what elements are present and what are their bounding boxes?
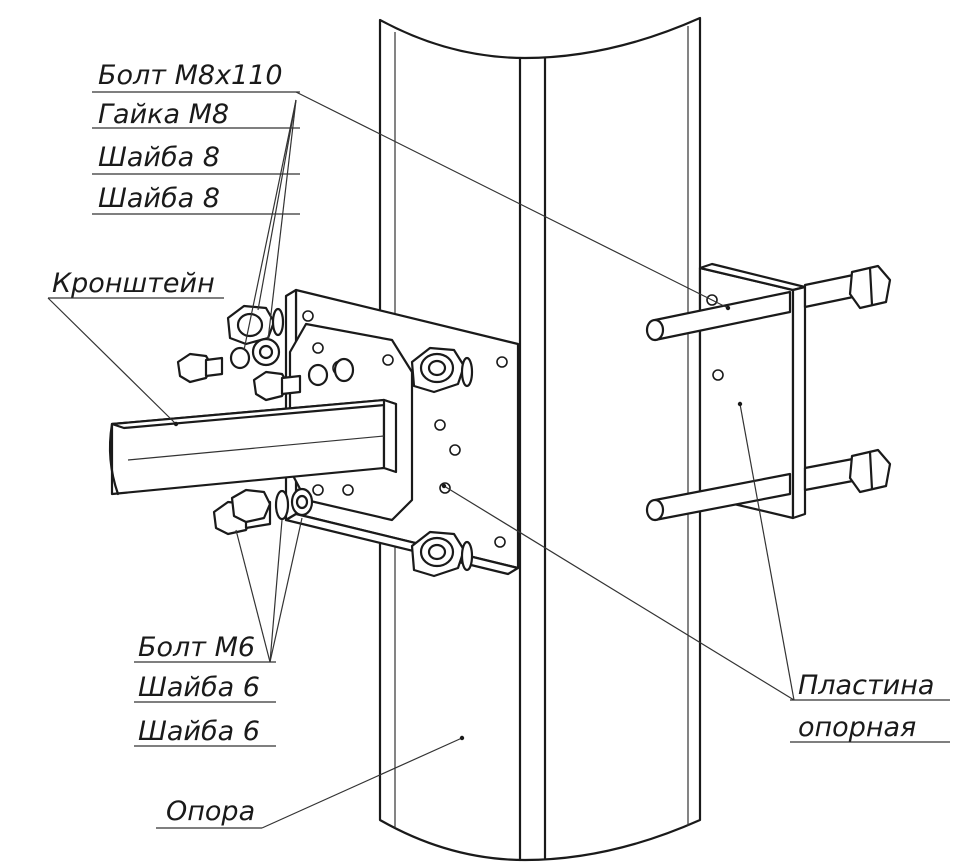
back-support-plate <box>698 262 807 520</box>
label-bolt-m8: Болт М8х110 <box>98 60 283 91</box>
bolt-m6-washers-lower <box>212 487 314 536</box>
bolt-m8-nut-washers-upper <box>176 304 355 402</box>
label-plate-line2: опорная <box>798 712 916 743</box>
leader-dots <box>173 305 743 741</box>
bracket-tube <box>108 398 398 496</box>
long-bolt-upper <box>645 264 892 342</box>
label-plate-line1: Пластина <box>798 670 934 701</box>
label-bolt-m6: Болт М6 <box>138 632 255 663</box>
label-support: Опора <box>166 796 255 827</box>
long-bolt-lower <box>645 448 892 522</box>
leader-lines <box>47 91 950 829</box>
label-washer-6-first: Шайба 6 <box>138 672 260 703</box>
label-bracket: Кронштейн <box>52 268 215 299</box>
nut-m8-upper <box>410 346 474 394</box>
label-washer-6-second: Шайба 6 <box>138 716 260 747</box>
label-nut-m8: Гайка М8 <box>98 99 229 130</box>
label-washer-8-first: Шайба 8 <box>98 142 220 173</box>
nut-m8-lower <box>410 530 474 578</box>
label-washer-8-second: Шайба 8 <box>98 183 220 214</box>
